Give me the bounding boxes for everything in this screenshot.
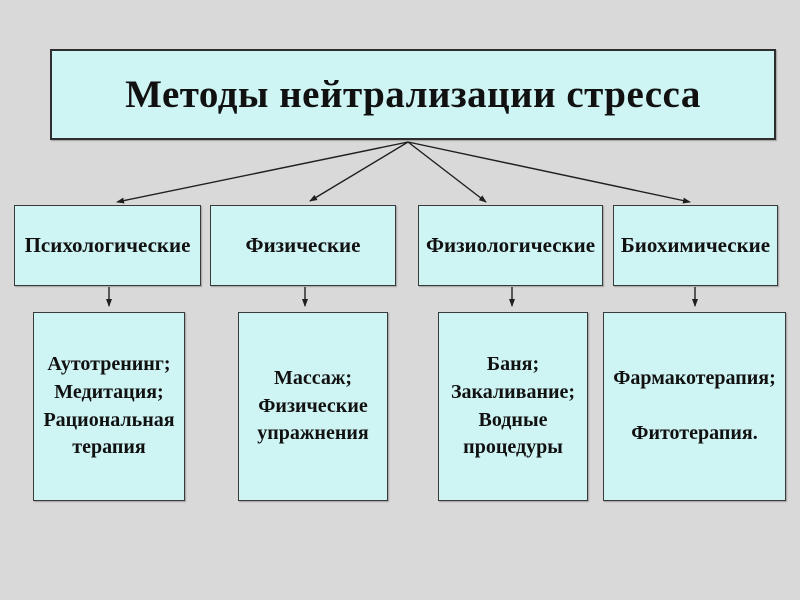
category-box-physical: Физические: [210, 205, 396, 286]
detail-box-physical: Массаж; Физические упражнения: [238, 312, 388, 501]
diagram-title: Методы нейтрализации стресса: [125, 73, 701, 116]
column-arrows: [106, 287, 698, 307]
detail-text: Аутотренинг; Медитация; Рациональная тер…: [43, 353, 175, 459]
category-label: Биохимические: [620, 233, 771, 257]
category-box-psychological: Психологические: [14, 205, 201, 286]
detail-text: Баня; Закаливание; Водные процедуры: [450, 353, 576, 459]
detail-box-biochemical: Фармакотерапия; Фитотерапия.: [603, 312, 786, 501]
fan-arrows: [116, 141, 691, 204]
category-label: Физиологические: [425, 233, 596, 257]
category-box-physiological: Физиологические: [418, 205, 603, 286]
category-box-biochemical: Биохимические: [613, 205, 778, 286]
title-box: Методы нейтрализации стресса: [50, 49, 776, 140]
detail-text: Фармакотерапия; Фитотерапия.: [613, 367, 776, 445]
detail-text: Массаж; Физические упражнения: [257, 367, 369, 445]
category-label: Физические: [245, 233, 361, 257]
detail-box-psychological: Аутотренинг; Медитация; Рациональная тер…: [33, 312, 185, 501]
detail-box-physiological: Баня; Закаливание; Водные процедуры: [438, 312, 588, 501]
category-label: Психологические: [24, 233, 191, 257]
